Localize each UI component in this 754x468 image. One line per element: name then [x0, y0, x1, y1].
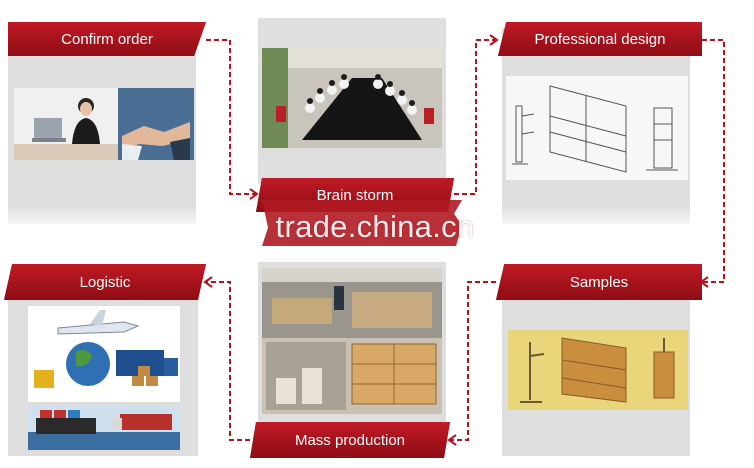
step-confirm-order: Confirm order — [8, 22, 206, 56]
logistic-photo — [28, 306, 180, 450]
confirm-order-photo — [14, 88, 194, 160]
step-label: Confirm order — [61, 30, 153, 48]
professional-design-photo — [506, 76, 688, 180]
step-label: Mass production — [294, 431, 406, 449]
step-mass-production: Mass production — [250, 422, 450, 458]
step-label: Brain storm — [316, 186, 394, 204]
watermark-background — [262, 200, 462, 246]
mass-production-photo — [262, 268, 442, 414]
step-samples: Samples — [496, 264, 702, 300]
step-label: Samples — [569, 273, 629, 291]
brain-storm-photo — [262, 48, 442, 148]
step-label: Professional design — [534, 30, 666, 48]
step-logistic: Logistic — [4, 264, 206, 300]
step-label: Logistic — [79, 273, 131, 291]
samples-photo — [508, 330, 688, 410]
step-professional-design: Professional design — [498, 22, 702, 56]
watermark-text: trade.china.cn — [275, 209, 475, 244]
